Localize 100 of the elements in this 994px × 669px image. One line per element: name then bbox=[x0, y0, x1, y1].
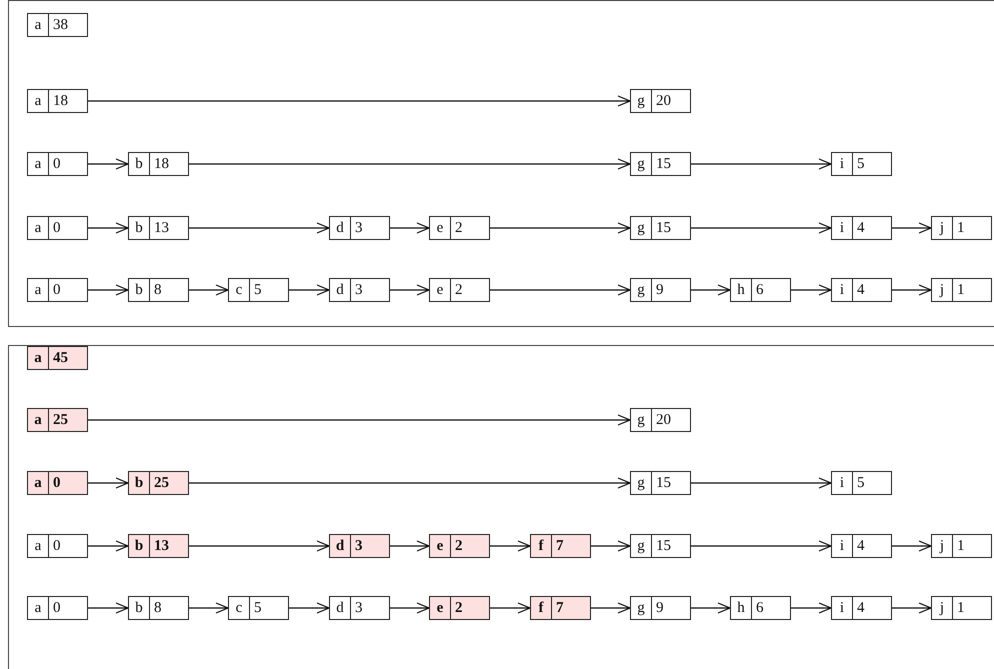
node-value: 5 bbox=[856, 474, 866, 492]
node-value: 15 bbox=[655, 474, 672, 492]
node-value: 1 bbox=[956, 280, 966, 300]
node-value: 15 bbox=[655, 536, 672, 556]
node-value: 45 bbox=[52, 348, 69, 368]
node-value: 0 bbox=[52, 474, 62, 492]
node-key: b bbox=[129, 472, 150, 494]
node-key: c bbox=[229, 279, 250, 301]
node-value: 18 bbox=[52, 92, 69, 110]
node-key: a bbox=[28, 347, 49, 369]
node-value: 13 bbox=[153, 218, 170, 238]
node-value: 20 bbox=[655, 92, 672, 110]
list-node bbox=[730, 278, 791, 302]
list-node bbox=[429, 216, 490, 240]
node-value: 2 bbox=[454, 536, 464, 556]
node-key: b bbox=[129, 279, 150, 301]
node-value: 38 bbox=[52, 16, 69, 34]
list-node bbox=[429, 278, 490, 302]
node-key: a bbox=[28, 472, 49, 494]
node-key: i bbox=[832, 535, 853, 557]
list-node bbox=[429, 534, 490, 558]
list-node bbox=[27, 278, 88, 302]
node-key: g bbox=[631, 472, 652, 494]
node-value: 0 bbox=[52, 598, 62, 618]
list-node bbox=[27, 471, 88, 495]
node-value: 0 bbox=[52, 218, 62, 238]
node-value: 8 bbox=[153, 598, 162, 618]
node-key: h bbox=[731, 597, 752, 619]
node-value: 5 bbox=[253, 280, 262, 300]
node-key: a bbox=[28, 90, 49, 112]
node-key: a bbox=[28, 279, 49, 301]
list-node bbox=[931, 216, 992, 240]
node-key: g bbox=[631, 90, 652, 112]
list-node bbox=[128, 278, 189, 302]
list-node bbox=[228, 278, 289, 302]
list-node bbox=[831, 278, 892, 302]
node-value: 4 bbox=[856, 598, 866, 618]
node-key: a bbox=[28, 409, 49, 431]
node-value: 0 bbox=[52, 536, 62, 556]
node-key: h bbox=[731, 279, 752, 301]
node-value: 7 bbox=[555, 598, 564, 618]
node-value: 5 bbox=[856, 154, 866, 174]
node-value: 2 bbox=[454, 280, 464, 300]
node-key: d bbox=[330, 535, 351, 557]
node-key: i bbox=[832, 217, 853, 239]
list-node bbox=[27, 408, 88, 432]
node-key: f bbox=[531, 535, 552, 557]
node-value: 15 bbox=[655, 154, 672, 174]
node-key: d bbox=[330, 597, 351, 619]
list-node bbox=[530, 596, 591, 620]
node-value: 9 bbox=[655, 598, 664, 618]
node-key: i bbox=[832, 153, 853, 175]
panel-frame bbox=[8, 345, 994, 669]
node-key: f bbox=[531, 597, 552, 619]
list-node bbox=[128, 216, 189, 240]
list-node bbox=[630, 471, 691, 495]
list-node bbox=[128, 534, 189, 558]
list-node bbox=[329, 534, 390, 558]
list-node bbox=[27, 89, 88, 113]
node-key: a bbox=[28, 153, 49, 175]
list-node bbox=[429, 596, 490, 620]
list-node bbox=[27, 152, 88, 176]
node-key: i bbox=[832, 597, 853, 619]
node-value: 0 bbox=[52, 154, 62, 174]
node-value: 8 bbox=[153, 280, 162, 300]
node-value: 1 bbox=[956, 218, 966, 238]
node-value: 3 bbox=[354, 280, 364, 300]
list-node bbox=[329, 596, 390, 620]
node-key: g bbox=[631, 409, 652, 431]
node-key: e bbox=[430, 217, 451, 239]
node-key: a bbox=[28, 597, 49, 619]
list-node bbox=[831, 152, 892, 176]
list-node bbox=[630, 278, 691, 302]
node-key: j bbox=[932, 279, 953, 301]
node-key: a bbox=[28, 217, 49, 239]
node-value: 3 bbox=[354, 536, 364, 556]
node-key: g bbox=[631, 217, 652, 239]
list-node bbox=[831, 216, 892, 240]
list-node bbox=[831, 534, 892, 558]
list-node bbox=[730, 596, 791, 620]
node-value: 25 bbox=[52, 410, 69, 430]
node-key: j bbox=[932, 217, 953, 239]
node-value: 1 bbox=[956, 536, 966, 556]
list-node bbox=[128, 596, 189, 620]
list-node bbox=[630, 408, 691, 432]
node-key: d bbox=[330, 217, 351, 239]
list-node bbox=[931, 534, 992, 558]
node-key: e bbox=[430, 279, 451, 301]
node-value: 20 bbox=[655, 410, 672, 430]
node-value: 7 bbox=[555, 536, 564, 556]
list-node bbox=[630, 596, 691, 620]
node-key: c bbox=[229, 597, 250, 619]
list-node bbox=[630, 89, 691, 113]
node-value: 25 bbox=[153, 474, 170, 492]
node-value: 4 bbox=[856, 536, 866, 556]
node-key: j bbox=[932, 535, 953, 557]
list-node bbox=[630, 216, 691, 240]
list-node bbox=[27, 216, 88, 240]
node-value: 6 bbox=[755, 598, 764, 618]
node-key: i bbox=[832, 472, 853, 494]
